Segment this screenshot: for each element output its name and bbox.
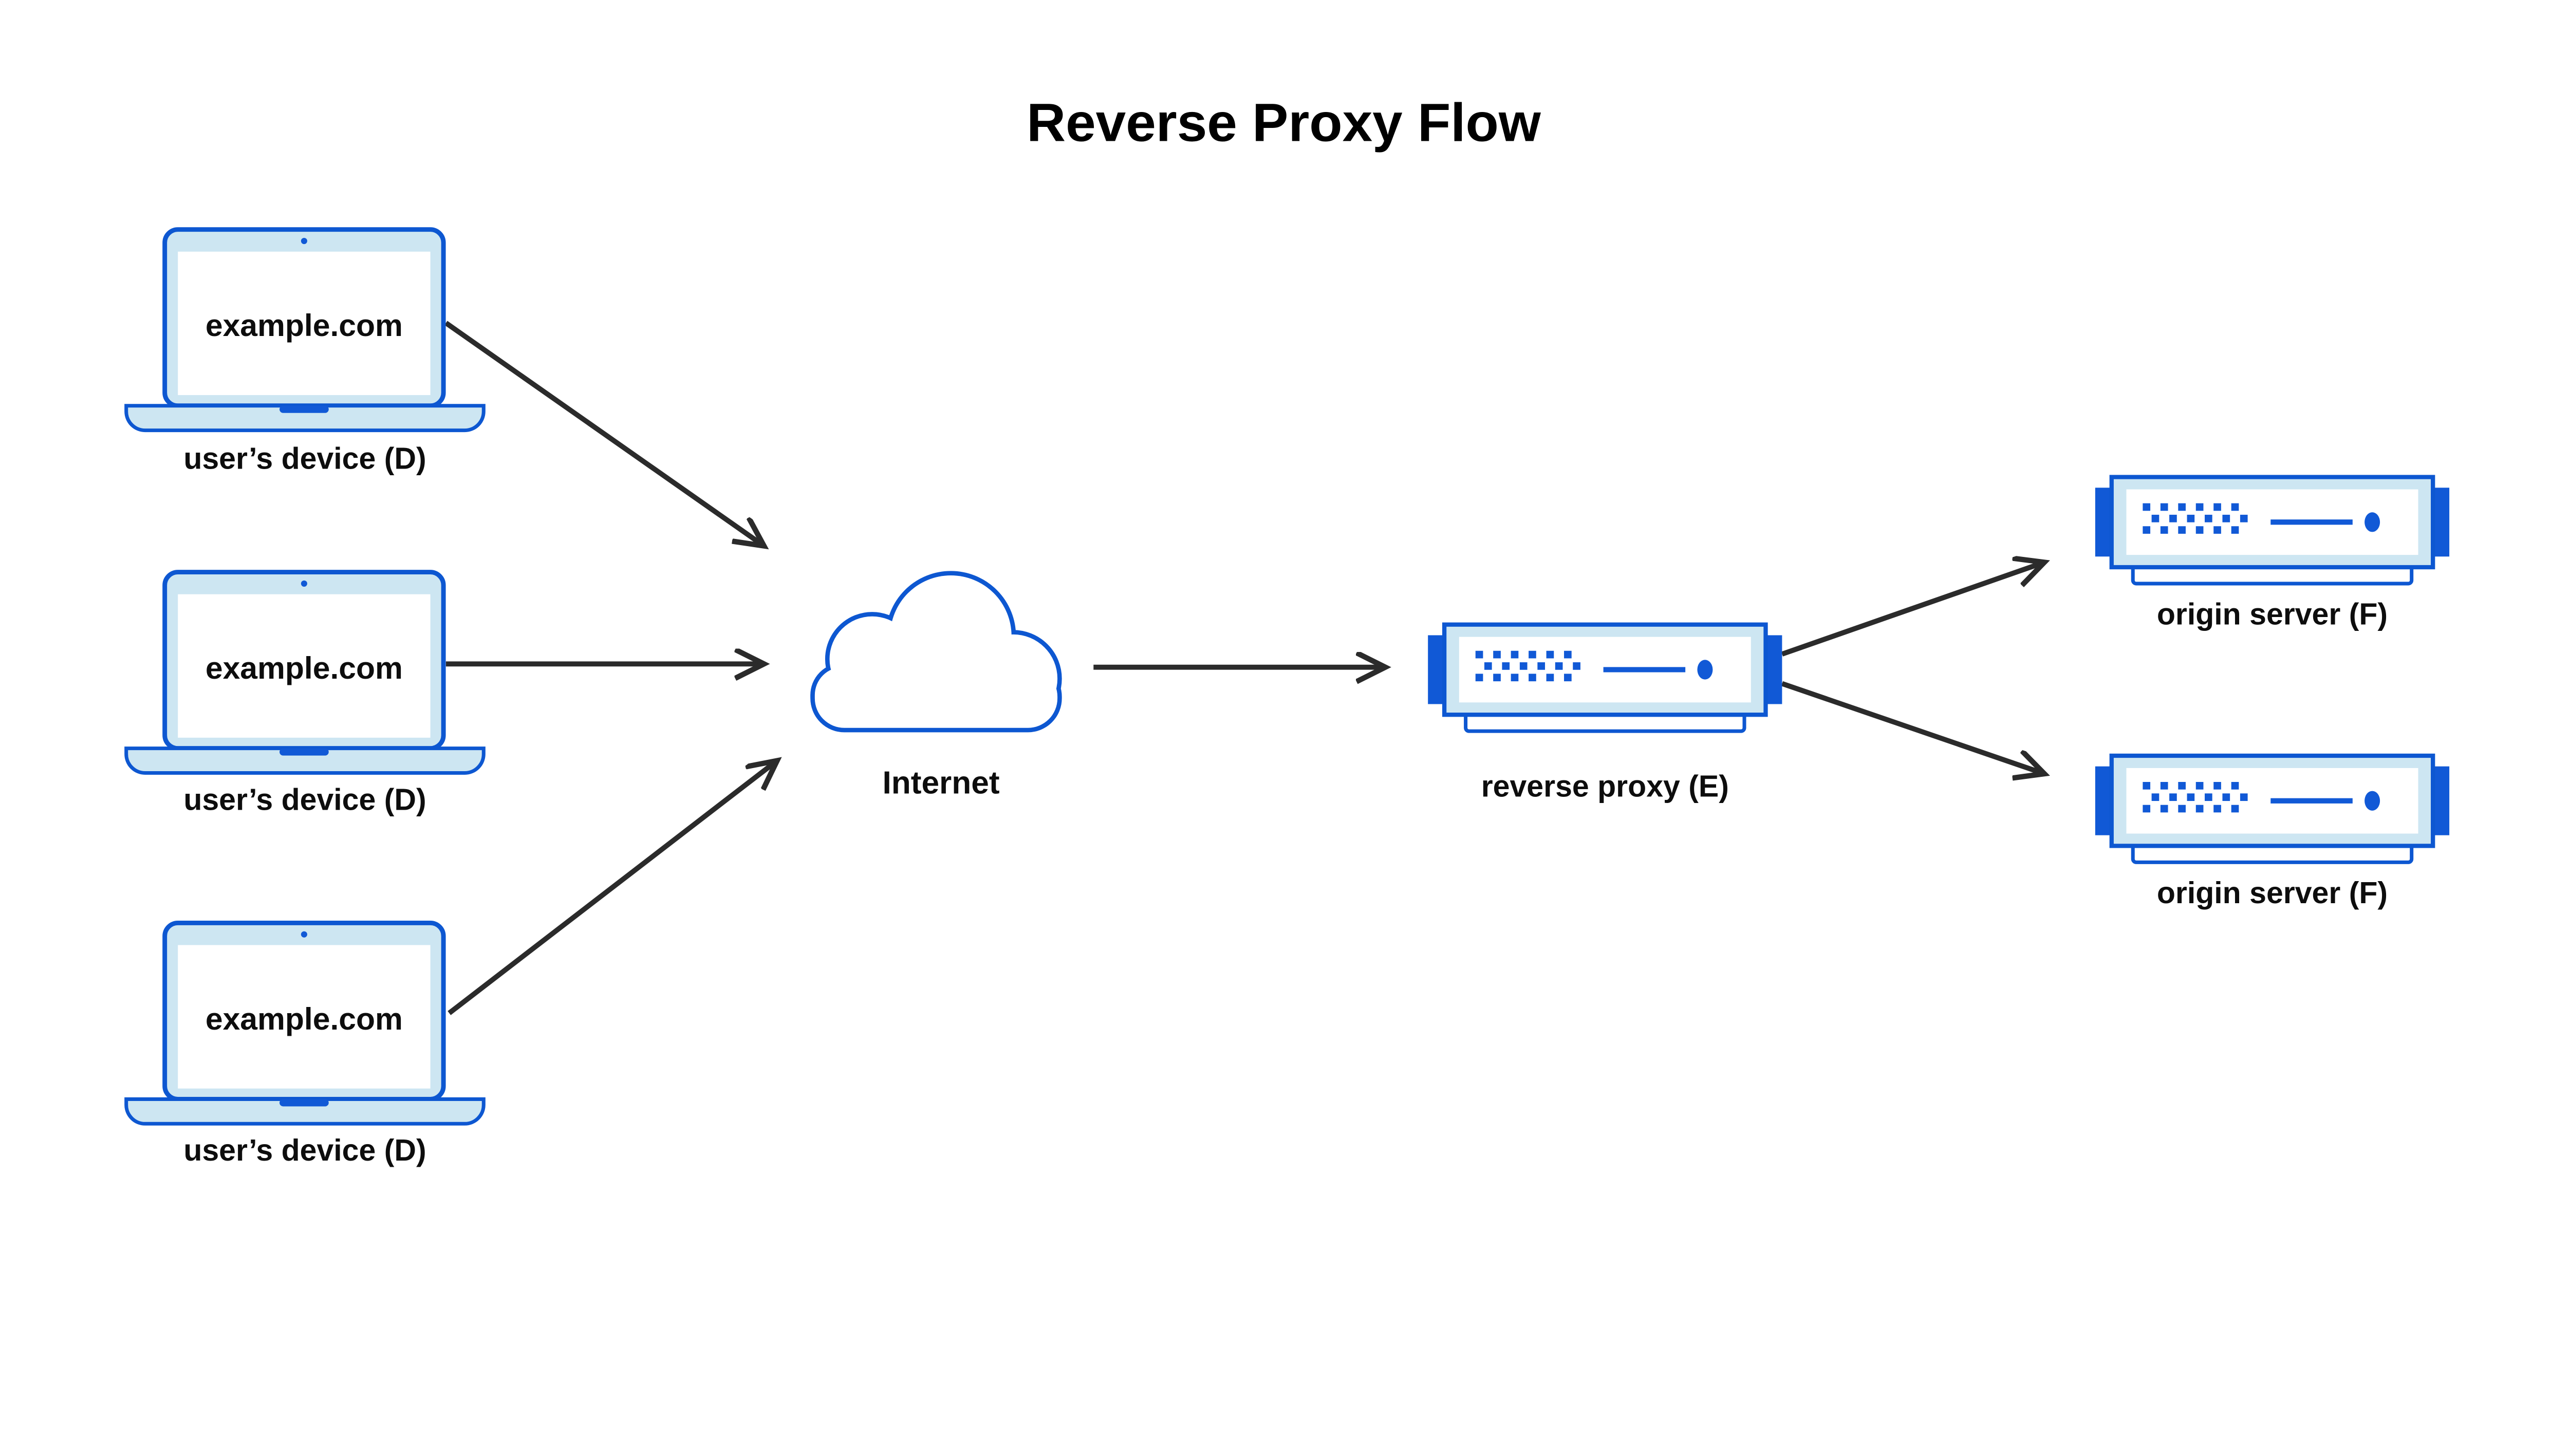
internet-label: Internet (882, 765, 999, 800)
device2-label: user’s device (D) (183, 782, 426, 816)
arrow-proxy-to-origin1 (1781, 562, 2044, 657)
origin-server-2: origin server (F) (2095, 756, 2449, 910)
reverse-proxy-flow-diagram: Reverse Proxy Flow example.com user’s de… (124, 92, 2452, 1168)
internet-node: Internet (815, 575, 1057, 800)
page-title: Reverse Proxy Flow (1027, 92, 1541, 153)
user-device-1: example.com user’s device (D) (126, 230, 484, 476)
diagram-canvas: Reverse Proxy Flow example.com user’s de… (124, 92, 2452, 1168)
user-device-2: example.com user’s device (D) (126, 572, 484, 816)
origin-server-1: origin server (F) (2095, 477, 2449, 631)
arrow-device1-to-internet (444, 321, 764, 546)
device2-screen-url: example.com (206, 650, 403, 685)
device1-screen-url: example.com (206, 308, 403, 343)
server-icon (2095, 477, 2449, 584)
cloud-icon (815, 575, 1057, 728)
user-device-3: example.com user’s device (D) (126, 923, 484, 1167)
arrow-device3-to-internet (448, 761, 777, 1015)
device3-screen-url: example.com (206, 1001, 403, 1036)
arrow-proxy-to-origin2 (1781, 681, 2044, 774)
device3-label: user’s device (D) (183, 1133, 426, 1167)
origin2-label: origin server (F) (2157, 876, 2388, 910)
reverse-proxy-label: reverse proxy (E) (1481, 770, 1729, 804)
origin1-label: origin server (F) (2157, 598, 2388, 631)
device1-label: user’s device (D) (183, 442, 426, 476)
reverse-proxy-node: reverse proxy (E) (1428, 625, 1782, 804)
server-icon (1428, 625, 1782, 731)
server-icon (2095, 756, 2449, 862)
flow-arrows (444, 321, 2044, 1015)
